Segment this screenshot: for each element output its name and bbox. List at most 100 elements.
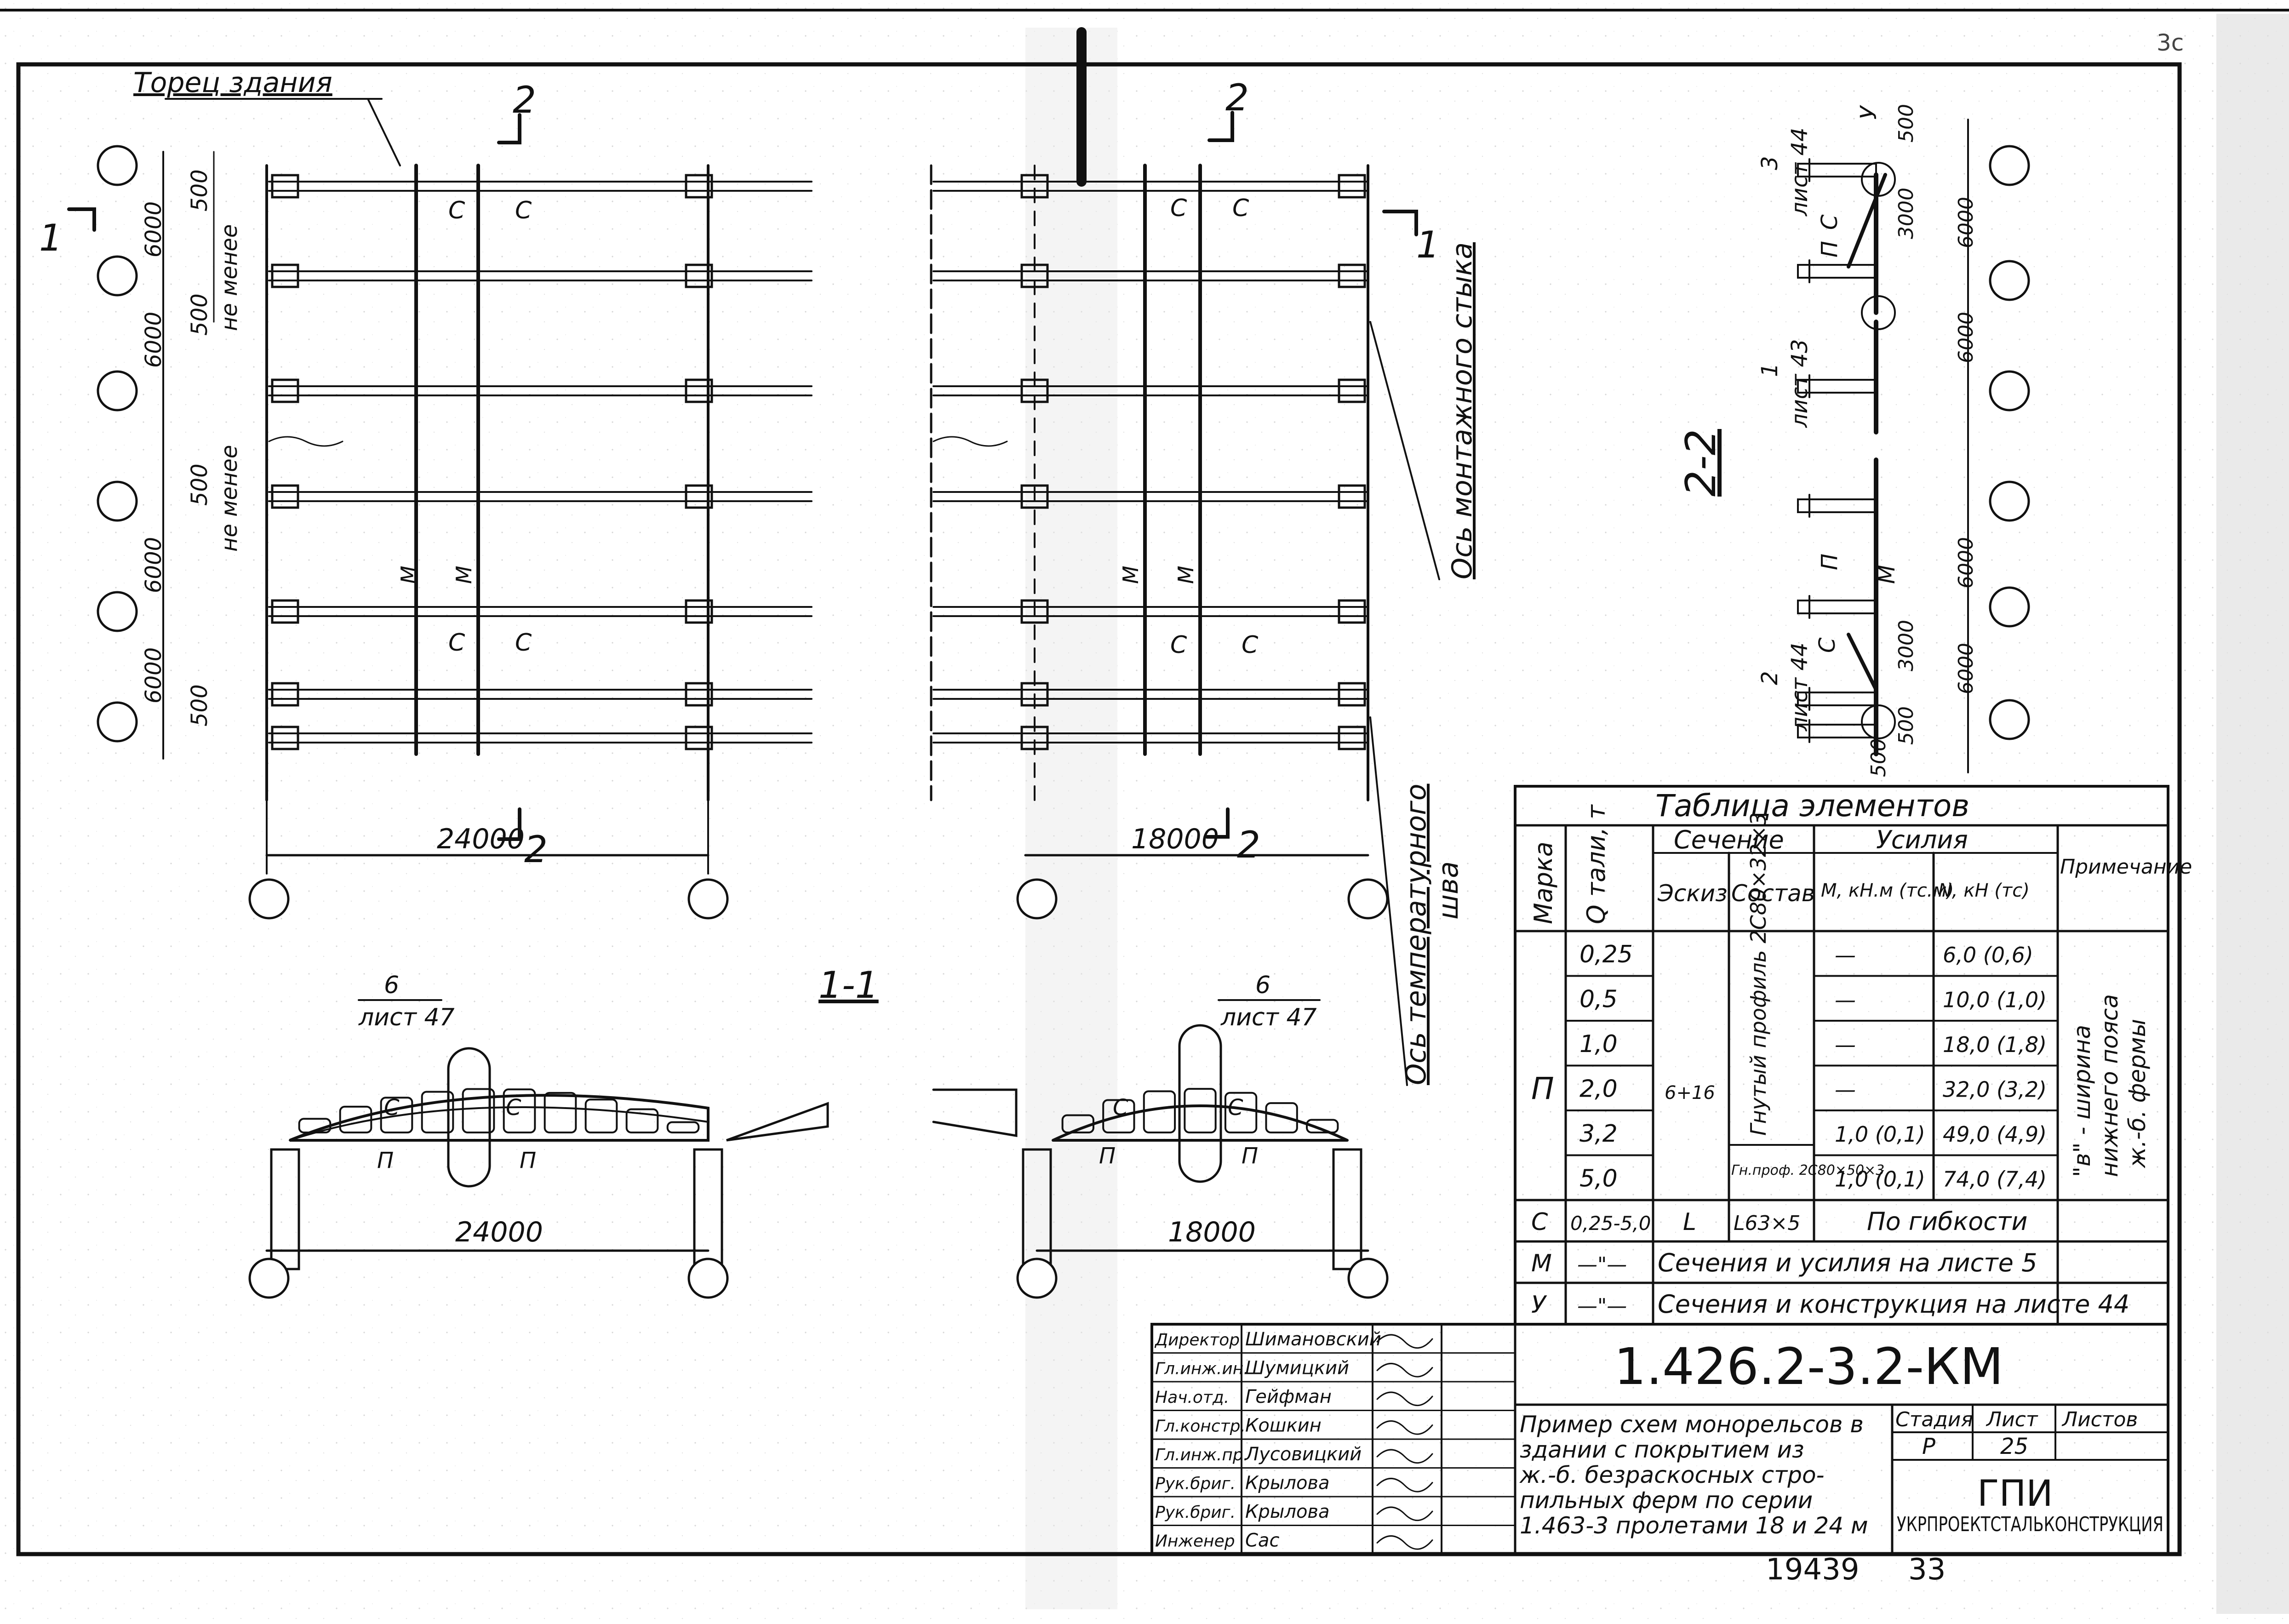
beam-support (685, 682, 713, 707)
hdr-sketch: Эскиз (1657, 880, 1728, 907)
s22-ref2-sheet: лист 44 (1787, 642, 1813, 732)
signature (1376, 1449, 1433, 1464)
truss24-p1: П (377, 1148, 394, 1173)
section-2-2: 2-2 3 лист 44 1 лист 43 2 лист 44 У C П … (1677, 104, 2030, 777)
truss24-span: 24000 (455, 1216, 543, 1248)
signature (1376, 1478, 1433, 1492)
truss-panel (1306, 1119, 1339, 1134)
beam-support (271, 484, 299, 509)
s22-dim-3000-top: 3000 (1894, 188, 1918, 239)
s22-dim-6000-d: 6000 (1954, 643, 1978, 694)
beam-support (271, 263, 299, 288)
s22-dim-500-top: 500 (1894, 104, 1918, 143)
hdr-composition: Состав (1731, 880, 1815, 907)
plan-right: 18000 2 2 1 C C C C M M Ось монтажного с… (930, 76, 1478, 1086)
right-section-mark-1: 1 (1416, 223, 1440, 266)
hdr-mark: Марка (1529, 841, 1558, 924)
truss-panel (1184, 1088, 1217, 1133)
q-cell: 2,0 (1579, 1075, 1618, 1103)
row-c-text: По гибкости (1867, 1207, 2027, 1236)
scan-noise-right (2216, 14, 2289, 1614)
right-ref-sheet47: лист 47 (1220, 1004, 1317, 1031)
truss18-span: 18000 (1168, 1216, 1256, 1248)
monorail-section (1797, 600, 1877, 614)
truss18-detail-callout (1178, 1024, 1222, 1183)
n-cell: 10,0 (1,0) (1943, 988, 2047, 1012)
axis-marker-row (97, 370, 138, 412)
hdr-section: Сечение (1674, 825, 1784, 854)
s22-dim-500-c: 500 (1867, 738, 1890, 777)
beam-support (1338, 263, 1366, 288)
signatory-role: Инженер (1155, 1532, 1235, 1551)
drawing-frame (16, 62, 2182, 1556)
desc-line-1: Пример схем монорельсов в (1520, 1411, 1864, 1438)
q-cell: 0,5 (1579, 986, 1618, 1013)
building-end-label: Торец здания (133, 67, 332, 99)
truss24-c1: C (384, 1095, 400, 1121)
row-u-text: Сечения и конструкция на листе 44 (1658, 1290, 2129, 1319)
signatory-name: Кошкин (1245, 1415, 1322, 1436)
s22-elem-p-2: П (1817, 554, 1843, 570)
row-m-mark: M (1531, 1250, 1552, 1277)
q-cell: 3,2 (1579, 1120, 1618, 1148)
truss18-p1: П (1099, 1143, 1116, 1169)
stage-label: Стадия (1895, 1408, 1973, 1431)
truss-18m (1052, 1104, 1348, 1142)
right-elem-m-1: M (1118, 566, 1143, 584)
s22-elem-u: У (1856, 105, 1882, 120)
sheet-value: 25 (2000, 1434, 2028, 1459)
signature (1376, 1391, 1433, 1407)
m-cell: — (1835, 1032, 1856, 1057)
axis-marker-right-b (1347, 878, 1389, 920)
left-ref-6: 6 (384, 972, 399, 999)
signatory-role: Нач.отд. (1155, 1388, 1229, 1407)
plan-left-row-axes (97, 145, 138, 743)
row-u-mark: У (1531, 1291, 1547, 1319)
s22-ref3-num: 3 (1757, 156, 1783, 170)
s22-elem-c-2: C (1814, 637, 1840, 653)
beam-support (271, 726, 299, 750)
signatory-role: Гл.констр. (1155, 1417, 1246, 1436)
left-elem-m-2: M (452, 566, 476, 584)
truss18-c1: C (1113, 1095, 1128, 1121)
truss18-c2: C (1228, 1095, 1243, 1121)
truss-panel (298, 1118, 332, 1134)
left-dim-6000-c: 6000 (141, 537, 166, 593)
left-section-mark-2-bottom: 2 (524, 828, 548, 871)
monorail-section (1797, 379, 1877, 394)
table-title: Таблица элементов (1655, 788, 1969, 823)
axis-joint-label: Ось монтажного стыка (1446, 242, 1478, 579)
sheets-label: Листов (2061, 1408, 2138, 1431)
m-cell: — (1835, 943, 1856, 967)
beam-support (685, 484, 713, 509)
org-abbr: ГПИ (1977, 1473, 2053, 1515)
right-section-mark-2-top: 2 (1225, 76, 1249, 119)
beam-support (685, 726, 713, 750)
truss-panel (1224, 1092, 1258, 1134)
sketch-p: 6+16 (1665, 1082, 1715, 1104)
hdr-q: Q тали, т (1582, 804, 1611, 924)
plan-left-monorails (268, 174, 813, 750)
org-name: УКРПРОЕКТСТАЛЬКОНСТРУКЦИЯ (1897, 1513, 2163, 1536)
beam-support (1020, 484, 1049, 509)
signatory-name: Сас (1245, 1530, 1279, 1551)
signatory-role: Рук.бриг. (1155, 1475, 1236, 1493)
right-section-mark-2-bottom: 2 (1237, 823, 1260, 866)
beam-support (271, 378, 299, 403)
truss24-c2: C (506, 1095, 521, 1121)
desc-line-3: ж.-б. безраскосных стро- (1519, 1462, 1825, 1488)
beam-support (1338, 599, 1366, 624)
left-dim-500-b: 500 (187, 293, 212, 336)
right-elem-m-2: M (1173, 566, 1198, 584)
truss-panel (625, 1108, 659, 1133)
hdr-n: N, кН (тс) (1938, 880, 2030, 901)
signatory-name: Гейфман (1245, 1386, 1332, 1407)
axis-temp-label-1: Ось температурного (1400, 784, 1432, 1086)
monorail-section (1797, 724, 1877, 738)
plan-left: 24000 Торец здания 2 2 1 6000 6000 500 5… (39, 67, 813, 920)
truss-panel (1265, 1102, 1298, 1133)
beam-support (271, 682, 299, 707)
axis-marker-row (97, 145, 138, 186)
